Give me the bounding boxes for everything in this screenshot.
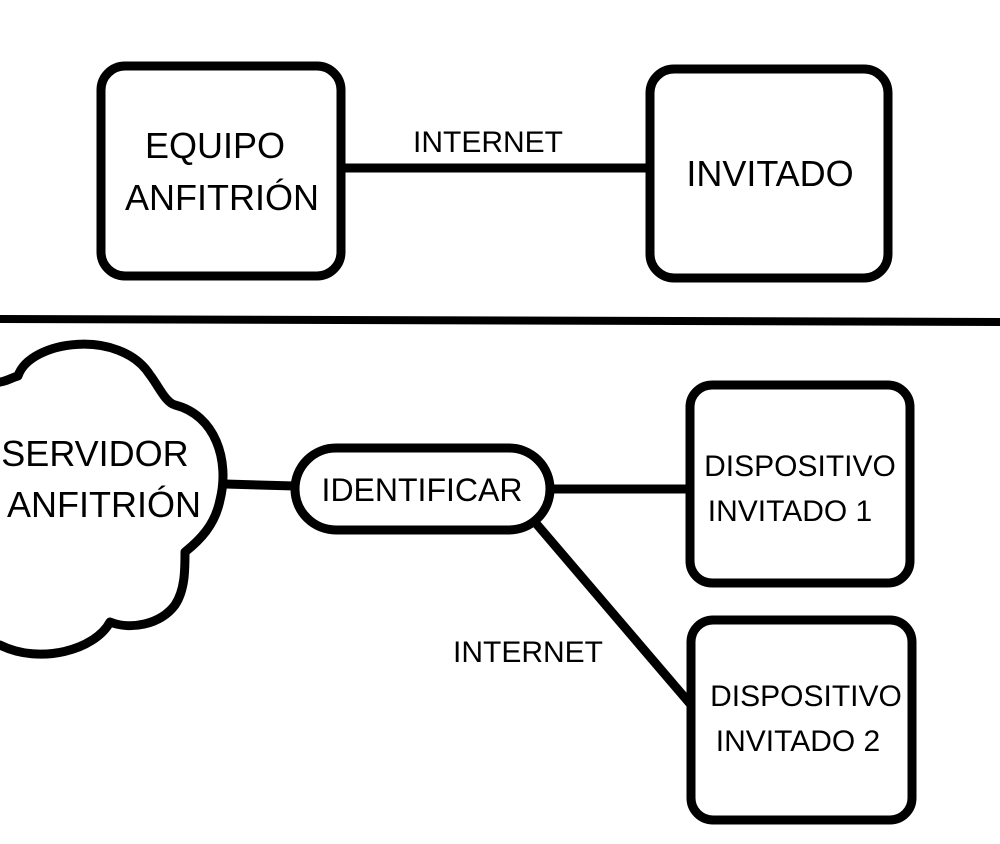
bottom-internet-label: INTERNET [453,636,603,669]
device2-label-line1: DISPOSITIVO [710,680,902,713]
top-internet-label: INTERNET [413,126,563,159]
host-computer-label-line2: ANFITRIÓN [125,177,319,218]
identify-label: IDENTIFICAR [322,472,523,508]
guest-label: INVITADO [686,153,853,194]
device2-box [686,615,917,825]
server-cloud-shape [0,339,228,659]
device1-box [685,380,915,588]
identify-device2-link [530,518,696,709]
device1-label-line1: DISPOSITIVO [704,450,896,483]
device1-label-line2: INVITADO 1 [708,495,872,528]
server-label-line2: ANFITRIÓN [7,484,201,525]
server-label-line1: SERVIDOR [1,433,188,474]
guest-box [645,64,893,283]
host-computer-box [96,61,346,281]
server-identify-link [224,479,296,491]
host-computer-label-line1: EQUIPO [145,125,285,166]
section-divider [0,315,1000,326]
device2-label-line2: INVITADO 2 [716,725,880,758]
